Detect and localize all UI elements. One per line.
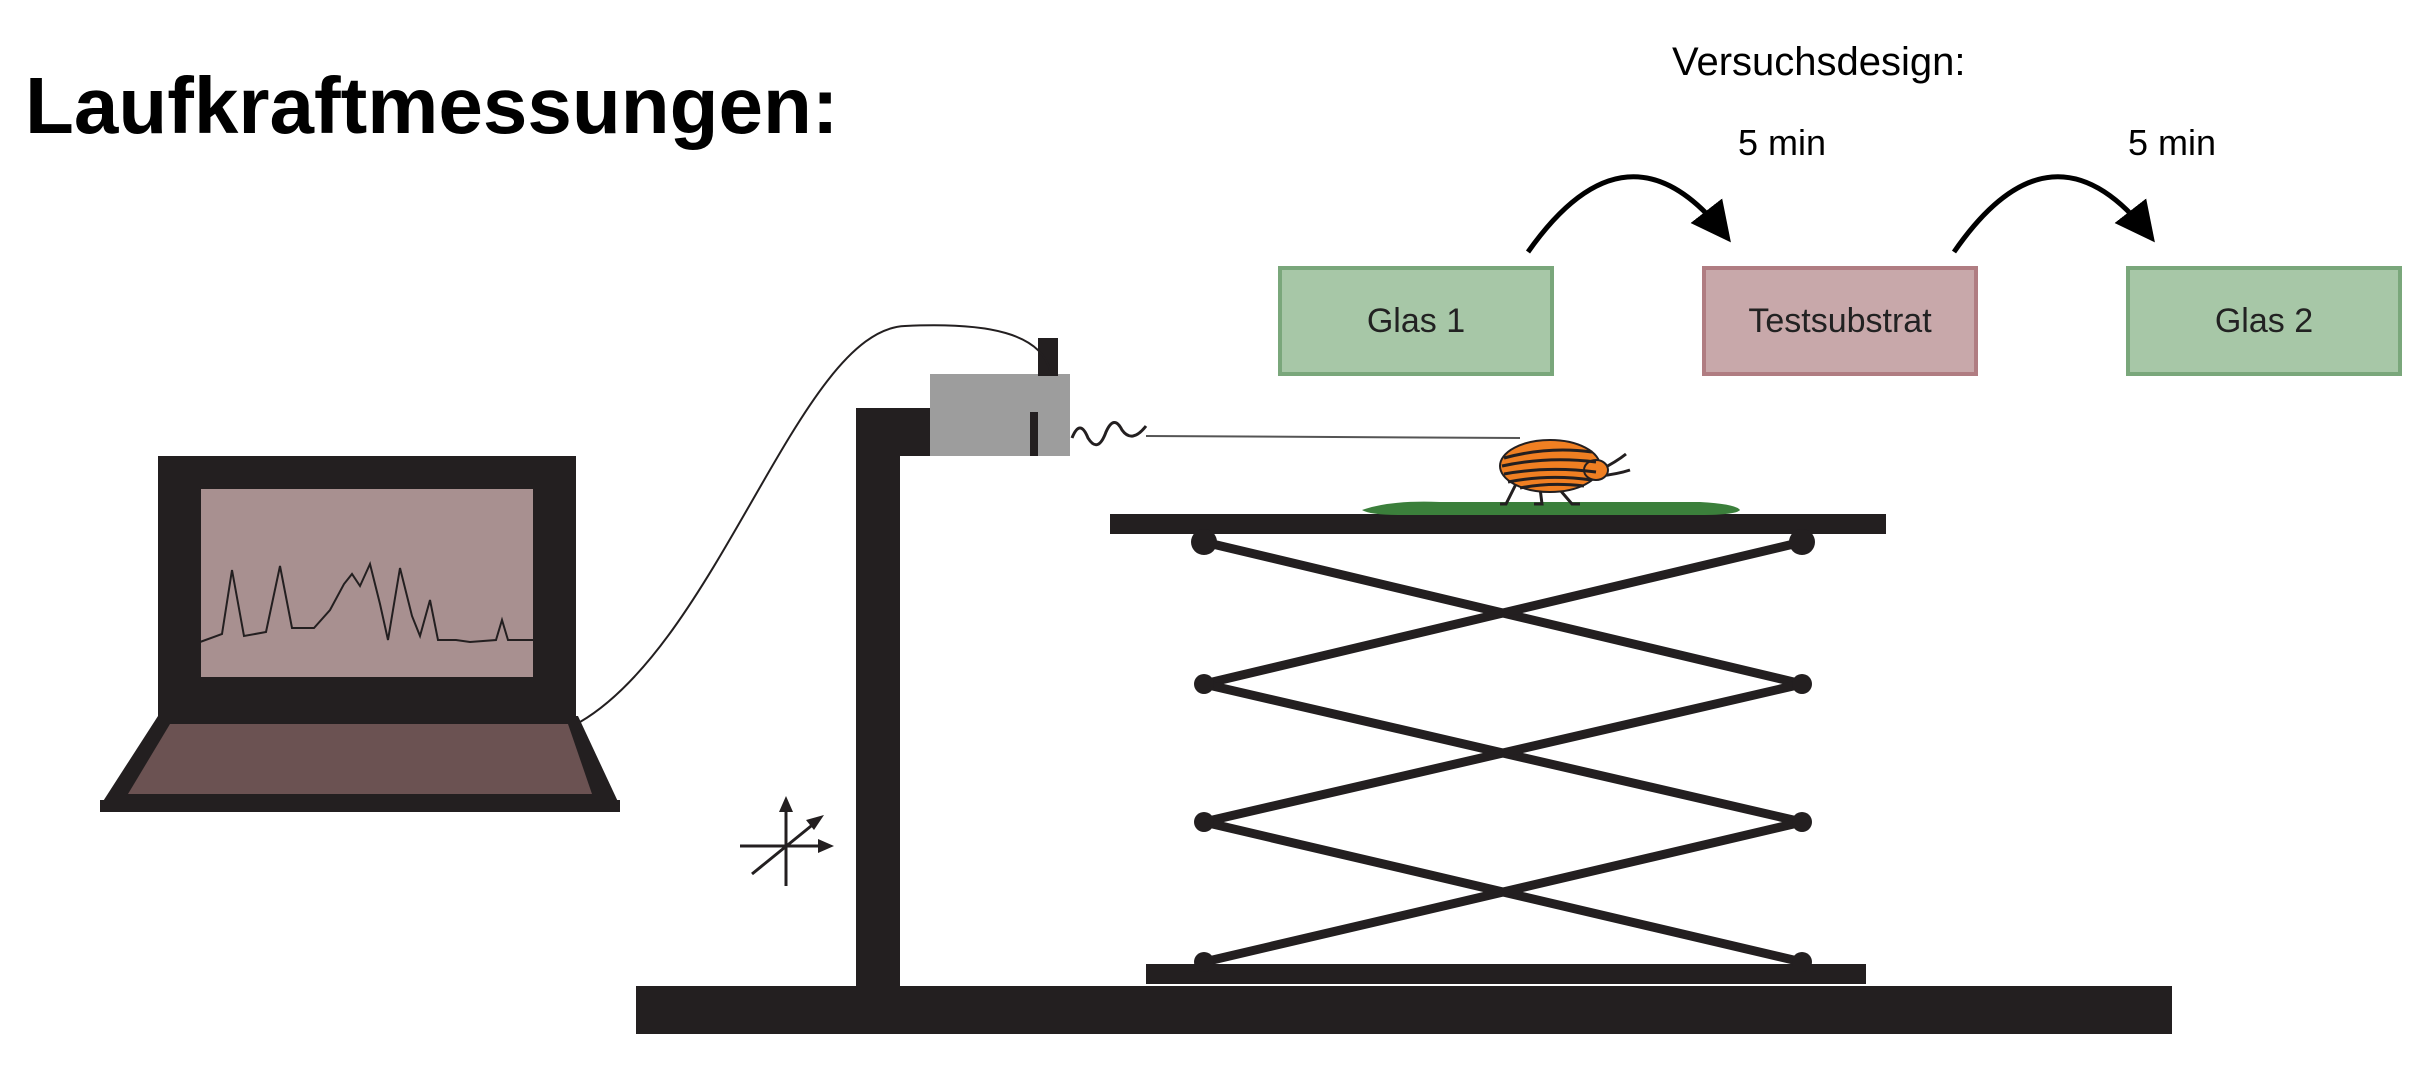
step-testsubstrat: Testsubstrat	[1702, 266, 1978, 376]
stand	[856, 408, 1038, 990]
scissor-lift-icon	[1110, 514, 1886, 984]
axes-icon	[740, 796, 834, 886]
step-label-glas-2: Glas 2	[2214, 301, 2314, 340]
design-label: Versuchsdesign:	[1672, 40, 1966, 84]
step-label-glas-1: Glas 1	[1366, 301, 1466, 340]
beetle-icon	[1499, 439, 1631, 506]
base-plate	[636, 986, 2172, 1034]
duration-label-1: 5 min	[1738, 122, 1827, 163]
leaf-substrate	[1362, 501, 1740, 515]
arrow-2	[1951, 174, 2155, 254]
step-glas-2: Glas 2	[2126, 266, 2402, 376]
laptop-icon	[100, 456, 620, 812]
force-sensor-icon	[930, 338, 1148, 456]
step-glas-1: Glas 1	[1278, 266, 1554, 376]
page-title: Laufkraftmessungen:	[25, 61, 839, 150]
duration-label-2: 5 min	[2128, 122, 2217, 163]
cable	[579, 324, 1051, 723]
arrow-1	[1525, 174, 1731, 254]
step-label-testsubstrat: Testsubstrat	[1748, 301, 1932, 340]
thread	[1145, 435, 1521, 439]
